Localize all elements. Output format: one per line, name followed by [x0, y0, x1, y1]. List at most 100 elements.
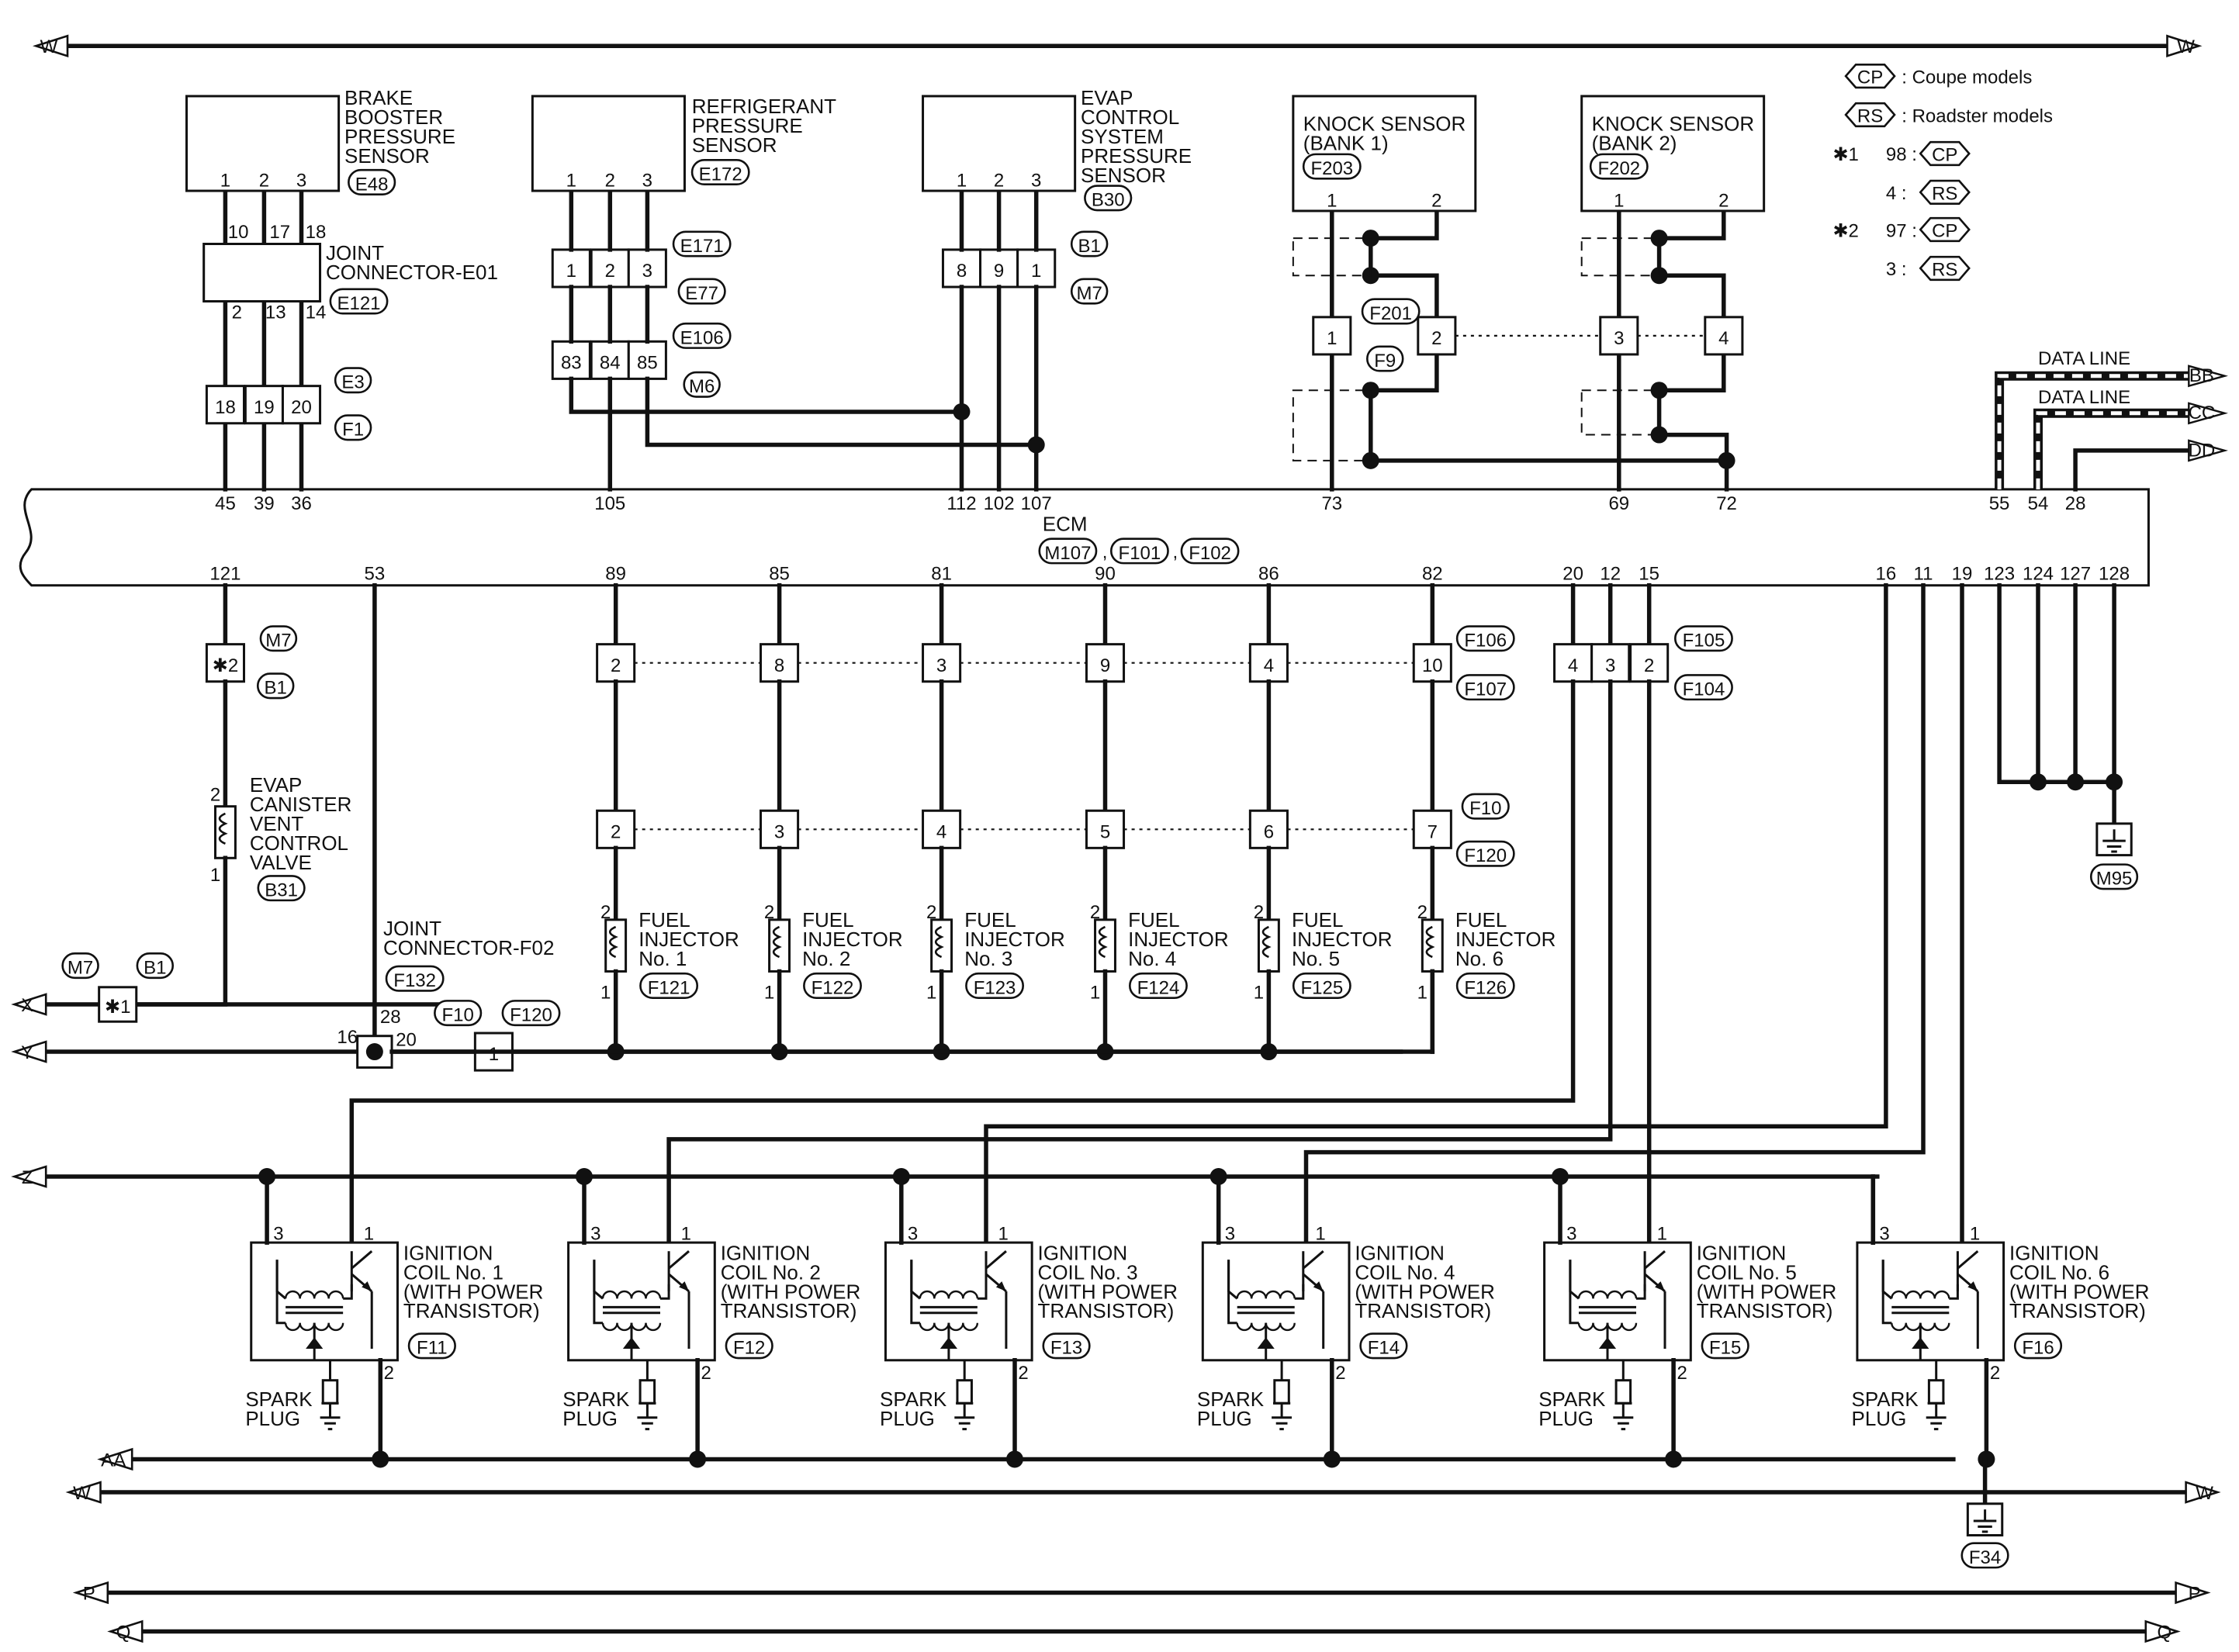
brake-inline-conn-top: E3	[341, 372, 364, 393]
knock-inline-conn-bottom-outline	[1366, 345, 1404, 372]
ignition-coil-4-diode	[1257, 1337, 1275, 1349]
coil-ground-conn-outline	[1960, 1542, 2009, 1569]
ignition-coil-6-diode	[1912, 1337, 1929, 1349]
coil-3-title-1: COIL No. 3	[1038, 1260, 1138, 1284]
evap-valve-inline-conn-top: M7	[265, 631, 291, 651]
y-inline-conn-1-outline	[434, 1000, 483, 1027]
evap-inline-pin-2: 9	[994, 261, 1004, 282]
injector-4-title-1: INJECTOR	[1128, 928, 1229, 951]
injector-3-coil-body	[930, 918, 953, 973]
knock-inline-pin-3-box	[1599, 316, 1639, 356]
evap-inline-pin-3: 1	[1031, 261, 1041, 282]
bus-w-bottom-label-right: W	[2196, 1483, 2213, 1504]
coil-6-title-0: IGNITION	[2009, 1241, 2099, 1264]
evap-valve-inline-conn-bottom: B1	[265, 678, 287, 699]
evap-sensor-pin-3: 3	[1031, 171, 1041, 192]
bus-q-arrow-left	[107, 1619, 144, 1643]
legend-star1-rs-value: 4 :	[1886, 183, 1907, 204]
y-inline-conn-2: F120	[510, 1004, 552, 1025]
coil-3-pin-1: 1	[998, 1223, 1008, 1244]
inline2-conn-top: F10	[1469, 798, 1501, 819]
ignition-coil-5-transistor-c	[1644, 1250, 1666, 1270]
injector-4-inline2-pin: 5	[1100, 821, 1110, 842]
bus-cc	[2188, 402, 2228, 425]
knock2-shield-mid	[1656, 236, 1726, 321]
legend-cp-text: : Coupe models	[1902, 67, 2032, 88]
ecm-pin-54: 54	[2028, 493, 2049, 514]
injector-3-coil-winding	[934, 925, 944, 959]
knock2-title-1: (BANK 2)	[1592, 131, 1677, 154]
ecm-pin-82: 82	[1422, 563, 1443, 584]
ecm-pin-127: 127	[2060, 563, 2091, 584]
injector-1-pin-1: 1	[600, 983, 611, 1004]
injector-4-title-2: No. 4	[1128, 947, 1176, 970]
ignition-coil-5-diode	[1598, 1337, 1617, 1349]
injector-1-inline1-pin: 2	[611, 655, 621, 676]
data-line-1-dash	[1997, 374, 2189, 489]
knock2-pin-1: 1	[1614, 190, 1624, 211]
ignition-coil-1-inner-wire-b	[275, 1260, 287, 1300]
ignition-coil-3-primary-3	[962, 1290, 979, 1299]
evap-inline-conn-top-outline	[1070, 230, 1109, 257]
ecm-pin-123: 123	[1984, 563, 2015, 584]
coil-1-pin-3: 3	[273, 1223, 283, 1244]
legend-star1: ✱1	[1832, 144, 1858, 165]
coil-6-pin-1: 1	[1970, 1223, 1980, 1244]
joint-e01-top-pin-1: 10	[228, 222, 249, 243]
coil-ground-conn: F34	[1969, 1547, 2001, 1568]
ecm-pin-11: 11	[1914, 563, 1933, 584]
ecm-pin-90: 90	[1095, 563, 1116, 584]
evap-sensor-title-1: CONTROL	[1081, 105, 1179, 129]
injector-6-conn: F126	[1464, 977, 1507, 998]
coil-1-pin-1: 1	[364, 1223, 374, 1244]
refrigerant-inline2-conn-top-outline	[672, 322, 732, 349]
ignition-coil-4-transistor-arrow	[1313, 1281, 1324, 1291]
coil-4-power-junction	[1209, 1168, 1227, 1185]
coil-3-spark-label-1: PLUG	[880, 1407, 935, 1430]
y-inline-pin: 1	[489, 1044, 499, 1065]
brake-sensor-box	[185, 95, 341, 192]
bus-w-bottom-arrow-left	[65, 1481, 102, 1504]
knock1-pin-2: 2	[1431, 190, 1441, 211]
coil-4-conn: F14	[1368, 1338, 1400, 1359]
ecm-pin-69: 69	[1608, 493, 1629, 514]
ecm-pin-102: 102	[984, 493, 1015, 514]
coil-4-spark-plug-insulator	[1273, 1379, 1290, 1405]
joint-f02-title-1: CONNECTOR-F02	[383, 936, 555, 959]
injector-6-conn-outline	[1455, 972, 1515, 999]
ecm-pin-107: 107	[1021, 493, 1052, 514]
injector-6-coil-winding	[1425, 925, 1435, 959]
brake-inline-pin-1-box	[205, 385, 245, 425]
evap-sensor-pin-2: 2	[994, 171, 1004, 192]
ecm-conn-1-outline	[1038, 537, 1098, 565]
injector-4-inline1-pin-box	[1085, 643, 1126, 683]
x-inline-conn-1-outline	[61, 952, 99, 980]
coil-2-conn-outline	[725, 1332, 773, 1360]
coil-1-title-2: (WITH POWER	[403, 1280, 544, 1303]
bus-p-arrow-right	[2175, 1581, 2211, 1605]
evap-sensor-conn: B30	[1092, 190, 1125, 211]
bus-w-top-label-left: W	[40, 36, 58, 57]
ecm-pin-12: 12	[1600, 563, 1621, 584]
legend-star1-rs-tag: RS	[1932, 184, 1957, 205]
ign-inline-conn-bottom: F104	[1683, 679, 1725, 700]
coil-5-title-1: COIL No. 5	[1697, 1260, 1797, 1284]
coil-6-spark-plug-insulator	[1927, 1379, 1945, 1405]
injector-1-conn: F121	[648, 977, 690, 998]
ignition-coil-3-secondary-3	[962, 1322, 979, 1332]
coil-2-title-3: TRANSISTOR)	[721, 1299, 857, 1322]
coil-3-conn-outline	[1042, 1332, 1091, 1360]
ecm-pin-105: 105	[594, 493, 625, 514]
injector-3-conn-outline	[965, 972, 1024, 999]
coil-4-spark-label-1: PLUG	[1197, 1407, 1252, 1430]
evap-sensor-title-4: SENSOR	[1081, 164, 1166, 187]
refrigerant-inline2-pin-1: 83	[561, 352, 582, 373]
coil-2-spark-label-0: SPARK	[562, 1388, 630, 1411]
joint-e01-title-1: CONNECTOR-E01	[326, 261, 498, 284]
legend-rs-tag: RS	[1857, 106, 1883, 127]
knock-inline-conn-bottom: F9	[1374, 351, 1396, 372]
refrigerant-inline1-pin-2-box	[590, 248, 630, 289]
ign-signal-coil-1	[349, 679, 1576, 1245]
coil-5-spark-label-0: SPARK	[1538, 1388, 1606, 1411]
